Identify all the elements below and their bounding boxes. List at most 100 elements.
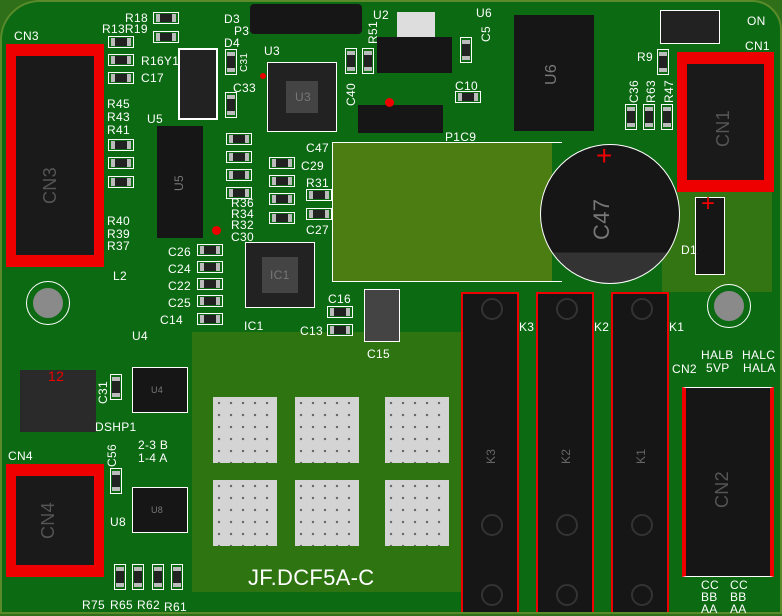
resistor[interactable] [108, 157, 134, 169]
capacitor[interactable] [455, 91, 481, 103]
label-p3: P3 [234, 24, 250, 38]
label-u3: U3 [264, 44, 280, 58]
cn4-ref: CN4 [38, 502, 58, 539]
relay-k1[interactable]: K1 [611, 292, 669, 612]
label-c47: C47 [306, 141, 329, 155]
label-r37: R37 [107, 239, 130, 253]
capacitor[interactable] [197, 313, 223, 325]
label-r41: R41 [107, 123, 130, 137]
label-l2: L2 [113, 269, 127, 283]
mounting-hole [26, 281, 70, 325]
capacitor[interactable] [197, 278, 223, 290]
label-r45: R45 [107, 97, 130, 111]
pin1-marker [260, 73, 266, 79]
label-r9: R9 [637, 50, 653, 64]
capacitor[interactable] [110, 374, 122, 400]
resistor[interactable] [152, 564, 164, 590]
connector-cn2[interactable]: CN2 [682, 387, 774, 577]
label-d4: D4 [224, 36, 240, 50]
relay-k3[interactable]: K3 [461, 292, 519, 612]
k3-ref: K3 [484, 448, 498, 464]
resistor[interactable] [108, 36, 134, 48]
capacitor[interactable] [460, 37, 472, 63]
label-cn3: CN3 [14, 29, 39, 43]
capacitor[interactable] [197, 261, 223, 273]
switch-on[interactable] [660, 10, 720, 44]
capacitor[interactable] [327, 306, 353, 318]
ic-u6[interactable]: U6 [514, 15, 594, 131]
capacitor[interactable] [345, 48, 357, 74]
label-d1: D1 [681, 243, 697, 257]
connector-cn3[interactable]: CN3 [6, 44, 104, 267]
label-r31: R31 [306, 176, 329, 190]
ic-ic1[interactable]: IC1 [245, 242, 315, 308]
u3-ref: U3 [295, 90, 311, 104]
resistor[interactable] [108, 176, 134, 188]
resistor[interactable] [153, 31, 179, 43]
resistor[interactable] [108, 54, 134, 66]
resistor[interactable] [153, 12, 179, 24]
ic-u4[interactable]: U4 [132, 367, 188, 413]
regulator-u2[interactable] [377, 37, 452, 73]
ic-u5[interactable]: U5 [157, 126, 203, 238]
capacitor[interactable] [306, 208, 332, 220]
capacitor[interactable] [625, 104, 637, 130]
resistor[interactable] [306, 189, 332, 201]
inductor-c15[interactable] [364, 289, 400, 342]
label-k3: K3 [519, 320, 535, 334]
resistor[interactable] [226, 133, 252, 145]
capacitor[interactable] [327, 324, 353, 336]
resistor[interactable] [657, 49, 669, 75]
polarity-plus-icon: + [596, 140, 613, 171]
connector-cn1[interactable]: CN1 [677, 52, 774, 192]
capacitor[interactable] [269, 212, 295, 224]
capacitor-c47[interactable]: + C47 [540, 140, 680, 284]
label-c33: C33 [233, 81, 256, 95]
label-c5: C5 [479, 26, 493, 42]
resistor[interactable] [171, 564, 183, 590]
resistor[interactable] [362, 48, 374, 74]
header-p1[interactable] [358, 105, 443, 133]
capacitor[interactable] [269, 157, 295, 169]
thermal-pad [213, 397, 277, 463]
ic-u8[interactable]: U8 [132, 487, 188, 533]
resistor[interactable] [226, 187, 252, 199]
capacitor[interactable] [269, 175, 295, 187]
resistor[interactable] [132, 564, 144, 590]
capacitor[interactable] [225, 92, 237, 118]
label-r13-r19: R13R19 [102, 22, 148, 36]
k1-ref: K1 [634, 448, 648, 464]
relay-k2[interactable]: K2 [536, 292, 594, 612]
resistor[interactable] [226, 151, 252, 163]
capacitor[interactable] [110, 468, 122, 494]
crystal-y1[interactable] [178, 48, 218, 120]
diode-d1[interactable]: + [695, 192, 725, 275]
dshp1-module[interactable]: 12 [20, 369, 96, 432]
connector-cn4[interactable]: CN4 [6, 464, 104, 577]
resistor[interactable] [661, 104, 673, 130]
label-dshp1: DSHP1 [95, 420, 137, 434]
label-c56: C56 [105, 444, 119, 467]
capacitor[interactable] [197, 295, 223, 307]
resistor[interactable] [643, 104, 655, 130]
label-c30: C30 [231, 230, 254, 244]
k2-ref: K2 [559, 448, 573, 464]
u4-ref: U4 [151, 385, 164, 395]
resistor[interactable] [114, 564, 126, 590]
label-r47: R47 [662, 80, 676, 103]
cn2-ref: CN2 [712, 471, 732, 508]
capacitor[interactable] [197, 244, 223, 256]
resistor[interactable] [226, 169, 252, 181]
capacitor[interactable] [225, 49, 237, 75]
label-bb: BB [730, 590, 747, 604]
label-u5: U5 [147, 112, 163, 126]
u5-ref: U5 [172, 175, 186, 191]
header-p3[interactable] [250, 4, 362, 34]
capacitor[interactable] [108, 72, 134, 84]
label-r18: R18 [125, 11, 148, 25]
label-cc: CC [730, 578, 748, 592]
resistor[interactable] [108, 139, 134, 151]
capacitor[interactable] [269, 193, 295, 205]
ic-u3[interactable]: U3 [267, 62, 337, 132]
label-u4: U4 [132, 329, 148, 343]
